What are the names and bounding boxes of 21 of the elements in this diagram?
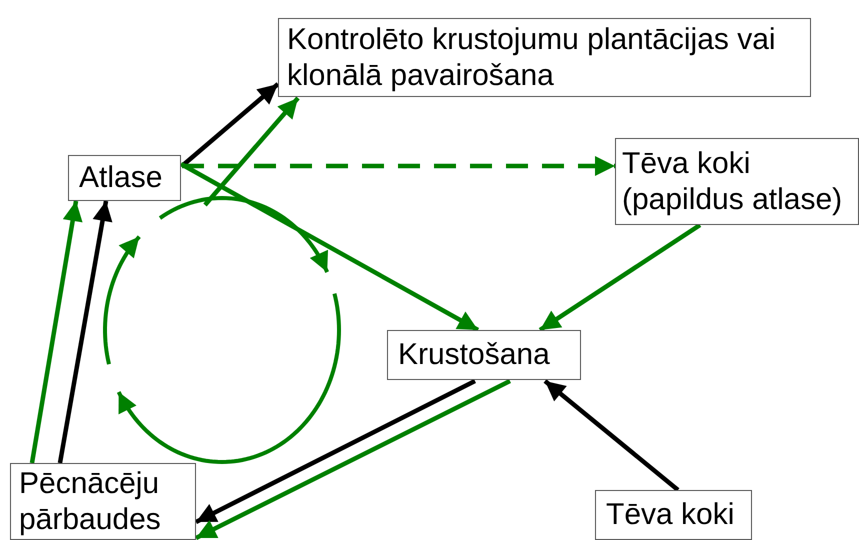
- box-label: Atlase: [79, 160, 164, 196]
- box-label: Kontrolēto krustojumu plantācijas vai klonālā pavairošana: [287, 22, 777, 94]
- box-label: Tēva koki: [606, 497, 736, 533]
- box-label: Tēva koki (papildus atlase): [622, 146, 844, 218]
- process-box: [595, 490, 752, 540]
- box-label: Krustošana: [398, 337, 551, 373]
- process-box: [10, 463, 196, 540]
- arrow: [538, 223, 702, 332]
- arrow: [180, 162, 480, 332]
- process-box: [615, 138, 859, 225]
- arrow: [194, 379, 476, 524]
- arrow: [182, 156, 615, 176]
- arrow: [30, 200, 83, 464]
- arrow: [58, 200, 112, 464]
- process-box: [278, 18, 811, 97]
- box-label: Pēcnācēju pārbaudes: [19, 466, 162, 538]
- arrow: [203, 96, 300, 206]
- process-box: [387, 330, 581, 380]
- process-box: [68, 155, 181, 201]
- arrow: [544, 379, 680, 492]
- arrow: [195, 378, 511, 540]
